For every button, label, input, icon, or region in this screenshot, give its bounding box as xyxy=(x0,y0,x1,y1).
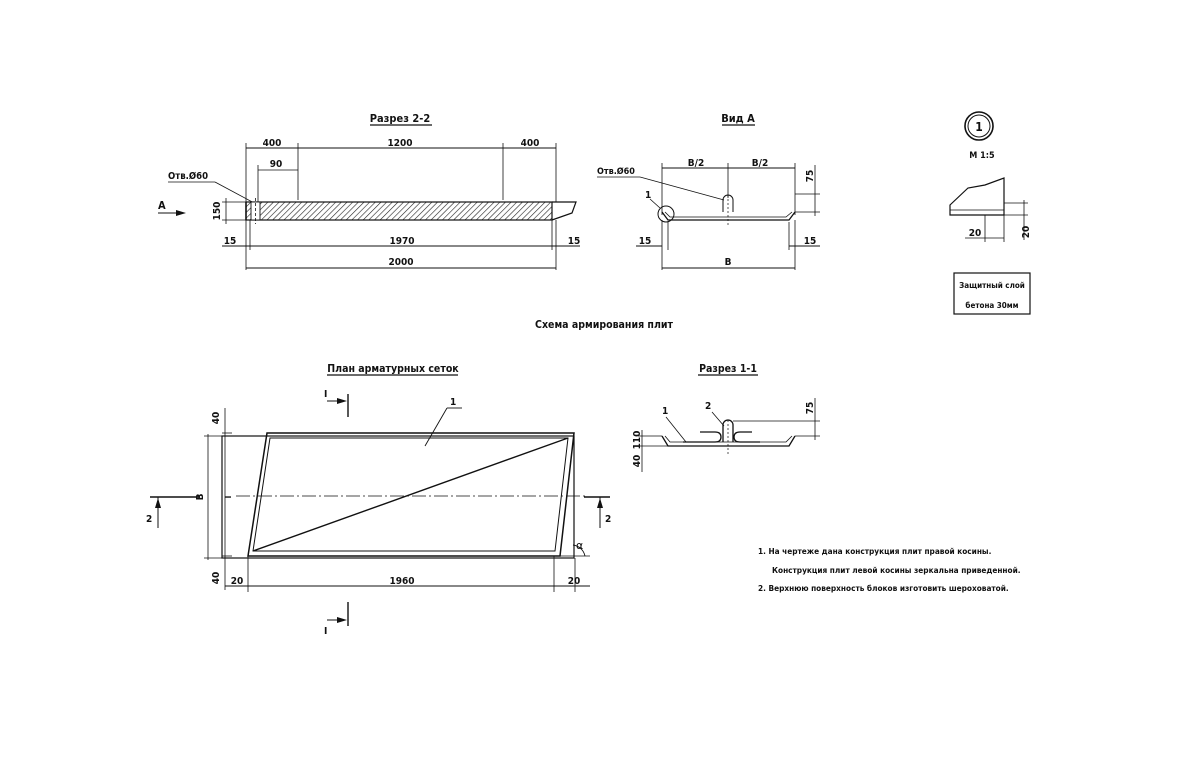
label-1-section11: 1 xyxy=(662,406,668,417)
dim-15-right: 15 xyxy=(568,236,581,247)
mesh-plan: План арматурных сеток I 1 40 В 40 I xyxy=(146,363,611,637)
protective-layer-note-box xyxy=(953,272,1031,315)
note-line-2: бетона 30мм xyxy=(965,300,1018,310)
dim-1960: 1960 xyxy=(389,576,414,587)
callout-1-view-a: 1 xyxy=(645,190,651,201)
view-a-title: Вид А xyxy=(721,112,755,125)
note-2: 2. Верхнюю поверхность блоков изготовить… xyxy=(758,583,1009,593)
view-arrow-icon xyxy=(176,210,186,216)
dim-1200: 1200 xyxy=(387,138,412,149)
detail-number: 1 xyxy=(975,120,983,134)
slab-profile-view-a xyxy=(661,211,796,221)
dim-15-left: 15 xyxy=(224,236,237,247)
dim-110: 110 xyxy=(632,431,643,450)
dim-75-section11: 75 xyxy=(805,402,816,415)
dim-b-half-left: B/2 xyxy=(688,158,704,169)
mesh-plan-title: План арматурных сеток xyxy=(327,363,459,375)
mesh-label-1: 1 xyxy=(450,397,456,408)
hole-label-section22: Отв.Ø60 xyxy=(168,171,208,182)
detail-dim-20-v: 20 xyxy=(1021,226,1032,239)
section-2-2: Разрез 2-2 400 1200 400 90 Отв.Ø60 А 150 xyxy=(158,112,580,270)
section-label-right: 2 xyxy=(605,514,611,525)
dim-40-top: 40 xyxy=(211,412,222,425)
dim-b-half-right: B/2 xyxy=(752,158,768,169)
detail-scale: М 1:5 xyxy=(969,151,995,161)
mesh-diagonal xyxy=(252,437,569,552)
bar-1 xyxy=(683,431,722,443)
dim-1970: 1970 xyxy=(389,236,414,247)
dim-40-section11: 40 xyxy=(632,455,643,468)
note-1: 1. На чертеже дана конструкция плит прав… xyxy=(758,546,992,556)
dim-2000: 2000 xyxy=(388,257,413,268)
detail-callout-circle xyxy=(657,205,675,223)
section-1-1-title: Разрез 1-1 xyxy=(699,363,757,375)
dim-150: 150 xyxy=(212,202,223,221)
bar-2 xyxy=(722,419,734,442)
cut-label-bottom: I xyxy=(324,626,327,637)
cut-label-top: I xyxy=(324,389,327,400)
dim-b-width: В xyxy=(195,493,206,500)
dim-40-bottom: 40 xyxy=(211,572,222,585)
dim-400-right: 400 xyxy=(521,138,540,149)
dim-20-right: 20 xyxy=(568,576,581,587)
section-1-1: Разрез 1-1 1 2 75 110 40 xyxy=(632,363,820,472)
view-arrow-label: А xyxy=(158,199,166,212)
dim-b-view-a: B xyxy=(725,257,732,268)
section-label-left: 2 xyxy=(146,514,152,525)
dim-15-left-view-a: 15 xyxy=(639,236,652,247)
scheme-title: Схема армирования плит xyxy=(535,319,673,331)
dim-75-view-a: 75 xyxy=(805,170,816,183)
notes: 1. На чертеже дана конструкция плит прав… xyxy=(758,546,1021,593)
slab-section xyxy=(245,201,553,221)
section-2-2-title: Разрез 2-2 xyxy=(370,112,431,125)
hole-label-view-a: Отв.Ø60 xyxy=(597,166,635,177)
dim-90: 90 xyxy=(270,159,283,170)
view-a: Вид А B/2 B/2 Отв.Ø60 75 1 15 15 xyxy=(597,112,820,270)
detail-dim-20-h: 20 xyxy=(969,228,982,239)
dim-15-right-view-a: 15 xyxy=(804,236,817,247)
detail-1: 1 М 1:5 20 20 Защитный слой бетона 30мм xyxy=(949,111,1032,315)
centerline-mark: I xyxy=(224,495,233,498)
note-1-cont: Конструкция плит левой косины зеркальна … xyxy=(772,565,1021,575)
note-line-1: Защитный слой xyxy=(959,281,1025,290)
slab-profile-1-1 xyxy=(661,435,796,447)
dim-400-left: 400 xyxy=(263,138,282,149)
slab-outline xyxy=(221,435,575,559)
angle-alpha: α xyxy=(576,539,583,552)
label-2-section11: 2 xyxy=(705,401,711,412)
dim-20-left: 20 xyxy=(231,576,244,587)
